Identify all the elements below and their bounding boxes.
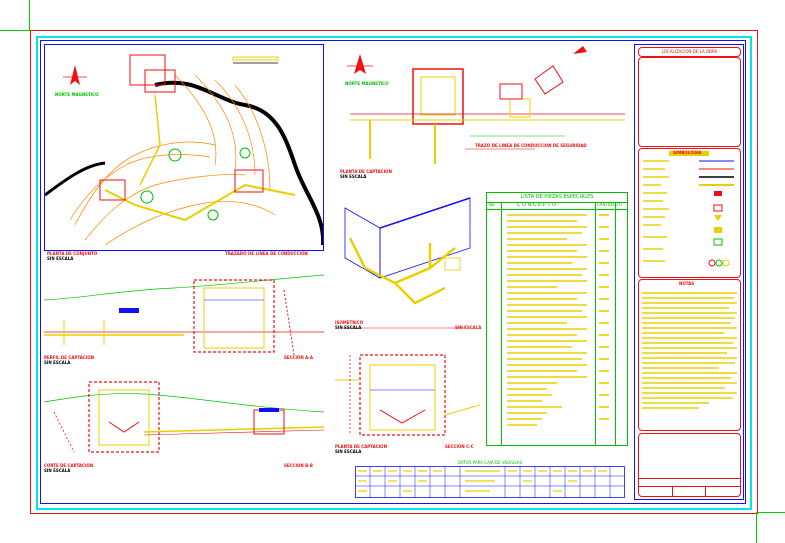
- profile-a-title: PERFIL DE CAPTACION: [44, 355, 94, 360]
- legend-box: SIMBOLOGIA: [638, 148, 741, 278]
- crop-mark-br-v: [756, 513, 757, 543]
- profile-b-subtitle: SIN ESCALA: [44, 468, 71, 473]
- profile-b-section: SECCION B-B: [284, 463, 313, 468]
- valve-table-grid: [355, 466, 625, 498]
- crop-mark-tl-h: [0, 30, 30, 31]
- site-plan-drawing: [45, 54, 323, 246]
- site-plan-title: PLANTA DE CONJUNTO: [47, 251, 98, 256]
- valve-table: DATOS PARA CAJA DE VALVULAS: [355, 460, 625, 498]
- parts-list-title: LISTA DE PIEZAS ESPECIALES: [520, 194, 594, 200]
- section-c-section: SECCION C-C: [445, 444, 474, 449]
- profile-a-subtitle: SIN ESCALA: [44, 360, 71, 365]
- notes-lines: [642, 292, 737, 409]
- parts-list-rows: [507, 214, 609, 426]
- site-plan-subtitle: SIN ESCALA: [47, 256, 74, 261]
- top-plan-section-ref: TRAZO DE LINEA DE CONDUCCION DE SEGURIDA…: [475, 143, 587, 148]
- legend-symbols: [643, 160, 734, 267]
- parts-list-header-concept: C O N C E P T O: [517, 202, 556, 208]
- valve-table-title: DATOS PARA CAJA DE VALVULAS: [457, 460, 523, 465]
- parts-list-header-qty: CANTIDAD: [597, 202, 618, 207]
- section-c-title: PLANTA DE CAPTACION: [335, 444, 387, 449]
- section-c-subtitle: SIN ESCALA: [335, 449, 362, 454]
- sheet-cyan-frame: [36, 36, 752, 510]
- profile-b-title: CORTE DE CAPTACION: [44, 463, 94, 468]
- crop-mark-br-h: [756, 512, 785, 513]
- legend-title: SIMBOLOGIA: [673, 150, 702, 155]
- profile-b-area: CORTE DE CAPTACION SIN ESCALA SECCION B-…: [44, 372, 324, 482]
- notes-title: NOTAS: [679, 281, 695, 286]
- top-plan-title: PLANTA DE CAPTACION: [340, 169, 392, 174]
- notes-box: NOTAS: [638, 279, 741, 431]
- isometric-area: ISOMETRICO SIN ESCALA SIN ESCALA: [335, 188, 482, 338]
- parts-list-header-no: No: [489, 202, 495, 207]
- top-plan-subtitle: SIN ESCALA: [340, 174, 367, 179]
- profile-a-area: PERFIL DE CAPTACION SIN ESCALA SECCION A…: [44, 260, 324, 370]
- top-plan-north-label: NORTE MAGNETICO: [345, 81, 389, 86]
- isometric-scale: SIN ESCALA: [455, 325, 482, 330]
- parts-list-table: LISTA DE PIEZAS ESPECIALES No C O N C E …: [486, 192, 628, 446]
- profile-a-drawing: [44, 274, 324, 356]
- top-plan-drawing: [347, 46, 625, 164]
- isometric-title: ISOMETRICO: [335, 320, 364, 325]
- site-plan-panel: NORTE MAGNETICO PLANTA DE CONJUNTO SIN E…: [44, 44, 324, 261]
- crop-mark-tl-v: [29, 0, 30, 30]
- site-plan-note: TRAZADO DE LINEA DE CONDUCCION: [225, 251, 308, 256]
- right-column: LOCALIZACION DE LA OBRA SIMBOLOGIA: [634, 44, 744, 500]
- title-block: [638, 433, 741, 497]
- sheet-blue-frame: [40, 40, 746, 504]
- top-plan-area: NORTE MAGNETICO PLANTA DE CAPTACION SIN …: [335, 44, 625, 184]
- isometric-subtitle: SIN ESCALA: [335, 325, 362, 330]
- sheet-outer-frame: [30, 30, 758, 514]
- section-c-drawing: [335, 354, 480, 436]
- profile-a-section: SECCION A-A: [284, 355, 313, 360]
- section-c-area: PLANTA DE CAPTACION SIN ESCALA SECCION C…: [335, 345, 480, 455]
- isometric-drawing: [340, 197, 471, 329]
- parts-list-header-unit: U: [619, 202, 622, 207]
- site-plan-north-label: NORTE MAGNETICO: [55, 92, 99, 97]
- title-block-header: LOCALIZACION DE LA OBRA: [638, 47, 741, 57]
- location-box: [638, 57, 741, 147]
- profile-b-drawing: [44, 381, 324, 453]
